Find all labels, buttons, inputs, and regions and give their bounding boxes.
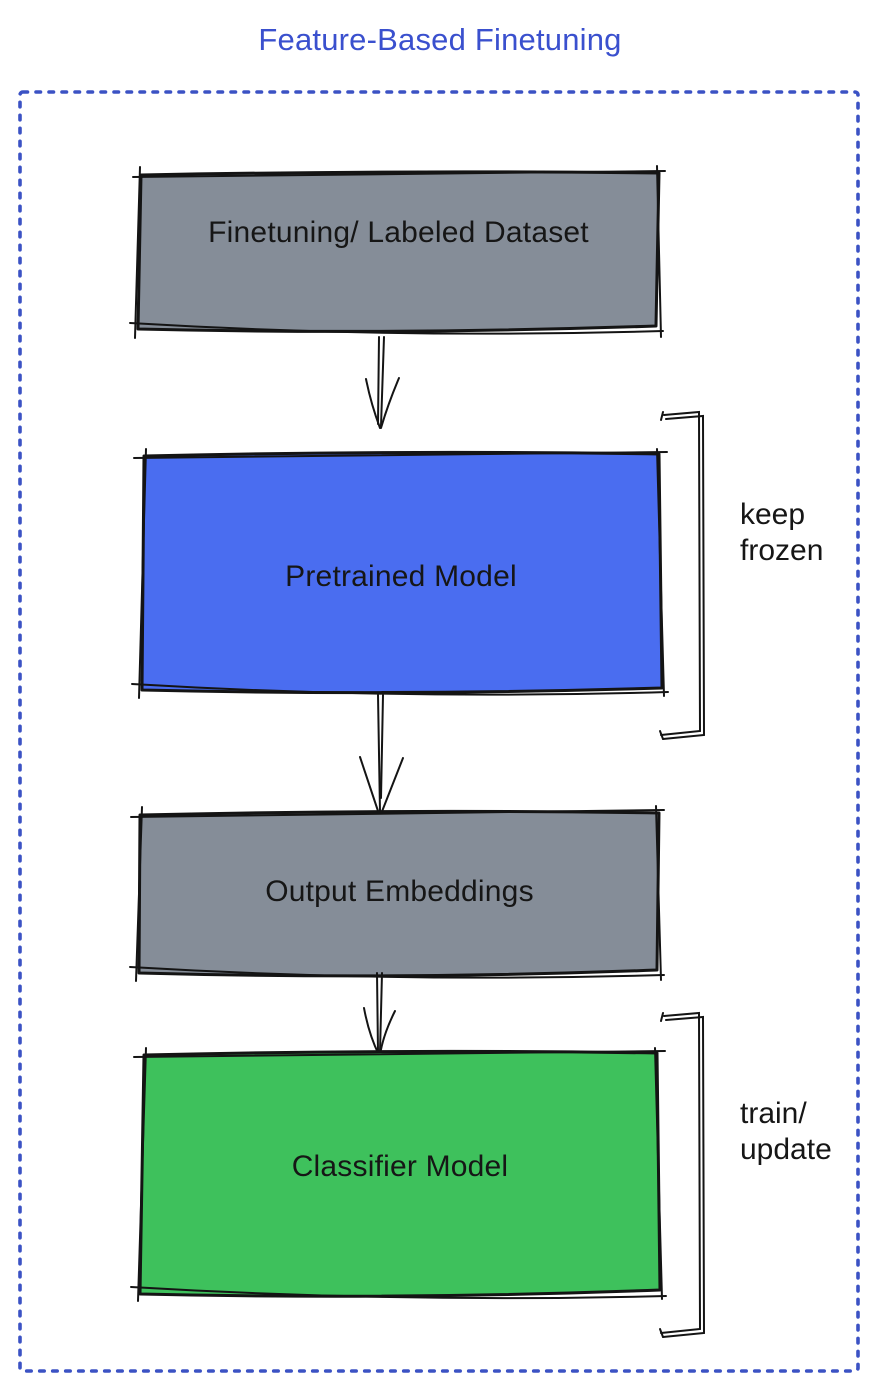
flow-arrow-2 <box>359 694 404 815</box>
dataset-box-shape <box>129 165 666 339</box>
train-update-bracket <box>659 1011 706 1338</box>
pretrained-box-shape <box>131 448 669 699</box>
flow-arrow-1 <box>365 336 400 429</box>
keep-frozen-label: keep frozen <box>740 498 824 567</box>
train-update-label: train/ update <box>740 1097 832 1166</box>
keep-frozen-bracket <box>659 410 706 740</box>
diagram-title: Feature-Based Finetuning <box>258 22 622 57</box>
dotted-frame <box>18 90 860 1373</box>
embeddings-box-shape <box>129 805 665 982</box>
classifier-box-shape <box>130 1047 667 1302</box>
flow-arrow-3 <box>363 972 396 1056</box>
